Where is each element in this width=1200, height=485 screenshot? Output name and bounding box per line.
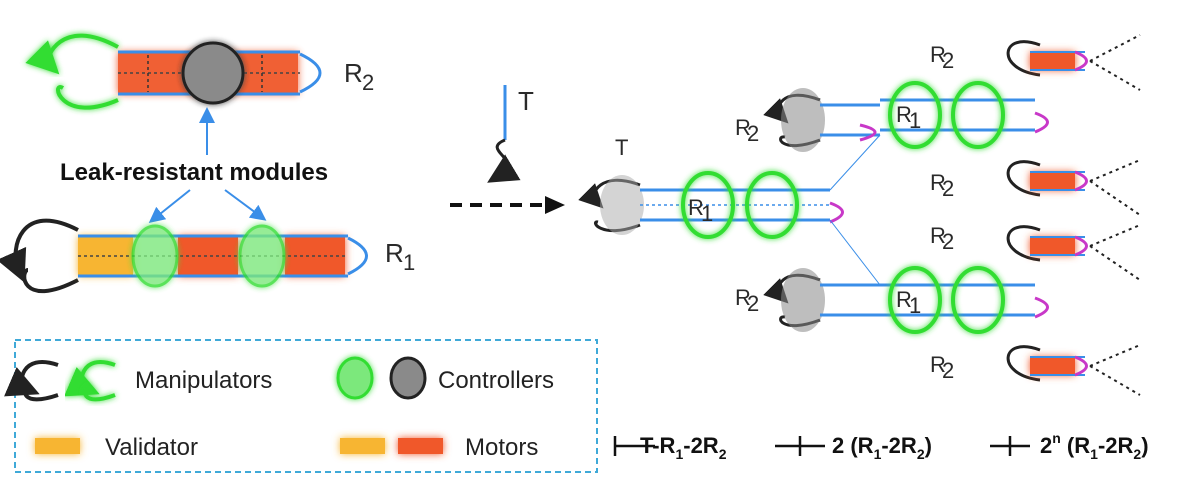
motors-swatch-yellow: [340, 438, 385, 454]
tree-t-label: T: [615, 135, 628, 160]
controllers-icon: [336, 356, 427, 400]
r1-label: R: [385, 238, 404, 268]
arrow-to-r1-right: [224, 189, 267, 221]
trigger-label: T: [518, 86, 534, 116]
tree-r1-label: R: [688, 195, 704, 220]
legend-border: [14, 339, 598, 473]
tree-r1-sub-c: 1: [909, 293, 921, 318]
tree-r2-sub-d: 2: [942, 176, 954, 201]
cascade-tree: T R 1 R 2: [578, 34, 1141, 396]
manipulators-icon: [3, 360, 116, 402]
reaction-arrowhead: [545, 196, 565, 214]
tree-r2-upper: R 2: [735, 88, 880, 152]
tree-r2-label-d: R: [930, 170, 946, 195]
r2-module: R 2: [25, 33, 374, 110]
validator-swatch: [35, 438, 80, 454]
legend-controllers: Controllers: [438, 367, 554, 394]
tree-r2-sub-e: 2: [942, 229, 954, 254]
tree-r2-sub-b: 2: [747, 291, 759, 316]
trigger-strand: T: [487, 85, 534, 183]
legend-manipulators: Manipulators: [135, 367, 272, 394]
tree-r1-label-c: R: [896, 287, 912, 312]
tree-r2-sub-c: 2: [942, 48, 954, 73]
legend: Manipulators Controllers Validator Motor…: [3, 339, 598, 473]
tree-r2-lower: R 2: [735, 268, 880, 332]
tree-r2-label-f: R: [930, 352, 946, 377]
legend-validator: Validator: [105, 434, 198, 461]
tree-r1-label-b: R: [896, 102, 912, 127]
r2-hairpin-3: R 2: [930, 223, 1141, 281]
connector: [829, 219, 881, 286]
r1-label-sub: 1: [403, 250, 415, 275]
tree-r1-upper: R 1: [880, 81, 1049, 149]
r2-label-sub: 2: [362, 70, 374, 95]
tree-r2-sub-a: 2: [747, 121, 759, 146]
tree-r1-lower: R 1: [880, 266, 1049, 334]
legend-motors: Motors: [465, 434, 538, 461]
formula-stage1: T-R1-2R2: [640, 433, 727, 462]
tree-r2-label-e: R: [930, 223, 946, 248]
arrow-to-r1-left: [148, 189, 191, 223]
tree-r2-label-b: R: [735, 285, 751, 310]
formula-stage3: 2n (R1-2R2): [1040, 430, 1149, 462]
formula-line: T-R1-2R2 2 (R1-2R2) 2n (R1-2R2): [613, 430, 1149, 462]
tree-r1-sub: 1: [701, 201, 713, 226]
connector: [829, 134, 881, 191]
r2-hairpin-1: R 2: [930, 34, 1141, 91]
tree-r1-sub-b: 1: [909, 108, 921, 133]
r2-label: R: [344, 58, 363, 88]
r2-hairpin-4: R 2: [930, 344, 1141, 396]
modules-title: Leak-resistant modules: [60, 159, 328, 186]
tree-r1-root: R 1: [640, 171, 844, 239]
motors-swatch-red: [398, 438, 443, 454]
tree-r2-label-c: R: [930, 42, 946, 67]
tree-r2-label-a: R: [735, 115, 751, 140]
r2-hairpin-2: R 2: [930, 159, 1141, 216]
formula-stage2: 2 (R1-2R2): [832, 433, 932, 462]
r1-module: R 1: [0, 218, 415, 294]
tree-r2-sub-f: 2: [942, 358, 954, 383]
